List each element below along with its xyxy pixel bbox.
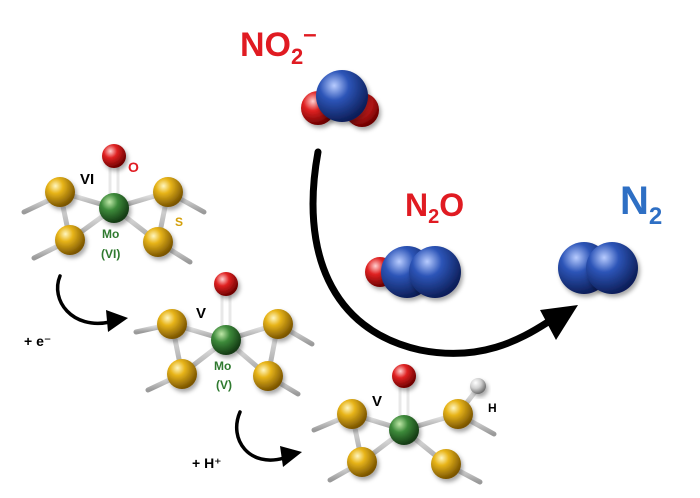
- sulfur-label: S: [175, 215, 183, 229]
- sulfur-atom: [45, 177, 75, 207]
- nitrogen-atom: [316, 70, 368, 122]
- sulfur-atom: [263, 309, 293, 339]
- nitrogen-atom: [409, 246, 461, 298]
- nitrous-oxide-formula: N2O: [405, 187, 464, 228]
- oxygen-atom: [102, 144, 126, 168]
- oxygen-atom: [214, 272, 238, 296]
- protonated-complex: V H: [311, 364, 497, 485]
- nitrogen-atom: [586, 242, 638, 294]
- bond-order-label: VI: [80, 171, 94, 188]
- sulfur-atom: [431, 449, 461, 479]
- nitrite-molecule: [301, 70, 379, 127]
- sulfur-atom: [253, 361, 283, 391]
- sulfur-atom: [167, 359, 197, 389]
- bond-order-label: V: [196, 305, 206, 322]
- sulfur-atom: [55, 225, 85, 255]
- oxidation-state-label: (VI): [101, 247, 120, 261]
- dinitrogen-molecule: [558, 242, 638, 294]
- oxygen-atom: [392, 364, 416, 388]
- nitrous-oxide-molecule: [365, 246, 461, 298]
- hydrogen-atom: [470, 378, 486, 394]
- sulfur-atom: [337, 399, 367, 429]
- electron-step-arrow: [55, 274, 128, 332]
- sulfur-atom: [143, 227, 173, 257]
- sulfur-atom: [153, 177, 183, 207]
- metal-label: Mo: [214, 359, 231, 373]
- metal-label: Mo: [102, 227, 119, 241]
- mo-v-complex: V Mo (V): [133, 272, 315, 397]
- sulfur-atom: [347, 447, 377, 477]
- oxidation-state-label: (V): [216, 378, 232, 392]
- dinitrogen-formula: N2: [620, 179, 662, 230]
- proton-step-arrow: [234, 410, 302, 467]
- bond-order-label: V: [372, 393, 382, 410]
- molybdenum-atom: [99, 193, 129, 223]
- proton-step-label: + H⁺: [192, 455, 222, 471]
- oxo-label: O: [128, 159, 139, 175]
- electron-step-label: + e⁻: [24, 333, 51, 349]
- sulfur-atom: [157, 309, 187, 339]
- mo-vi-complex: VI O S Mo (VI): [21, 144, 207, 265]
- hydrogen-label: H: [488, 401, 497, 415]
- sulfur-atom: [443, 399, 473, 429]
- molybdenum-atom: [389, 415, 419, 445]
- molybdenum-atom: [211, 325, 241, 355]
- main-reaction-arrow: [309, 148, 578, 357]
- nitrite-formula: NO2–: [240, 21, 317, 69]
